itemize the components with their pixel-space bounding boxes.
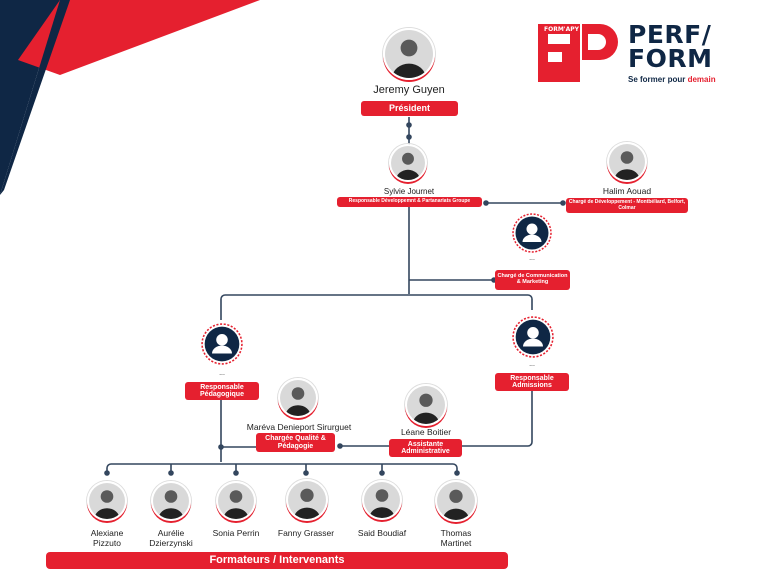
logo-mark	[538, 24, 618, 82]
logo-tagline-a: Se former pour	[628, 75, 688, 84]
comm-role: Chargé de Communication & Marketing	[495, 270, 570, 290]
trainer-name-1: Alexiane Pizzuto	[90, 528, 124, 549]
avatar-trainer-1	[87, 481, 127, 521]
logo-tagline: Se former pour demain	[628, 75, 716, 84]
comm-name: ...	[529, 255, 535, 262]
logo-title-line1: PERF/	[628, 20, 712, 49]
trainer-name-3: Sonia Perrin	[212, 528, 260, 538]
trainer-name-6: Thomas Martinet	[440, 528, 472, 549]
adm-name: ...	[529, 361, 535, 368]
avatar-placeholder-adm	[512, 316, 554, 358]
avatar-placeholder-comm	[512, 213, 552, 253]
president-name: Jeremy Guyen	[373, 84, 445, 96]
sylvie-role: Responsable Développemnt & Partanariats …	[337, 197, 482, 207]
trainer-name-4: Fanny Grasser	[277, 528, 335, 538]
adm-role: Responsable Admissions	[495, 373, 569, 391]
halim-role: Chargé de Développement - Montbéliard, B…	[566, 198, 688, 213]
halim-name: Halim Aouad	[602, 186, 652, 196]
peda-name: ...	[219, 370, 225, 377]
logo-tagline-b: demain	[687, 75, 716, 84]
avatar-mareva	[278, 378, 318, 418]
avatar-placeholder-peda	[201, 323, 243, 365]
mareva-name: Maréva Denieport Sirurguet	[246, 422, 352, 432]
avatar-trainer-5	[362, 480, 402, 520]
avatar-trainer-2	[151, 481, 191, 521]
corner-decoration	[0, 0, 260, 195]
sylvie-name: Sylvie Journet	[383, 187, 435, 196]
leane-name: Léane Boitier	[400, 427, 452, 437]
logo-mark-label: FORM'APY	[544, 26, 580, 33]
avatar-halim	[607, 142, 647, 182]
avatar-sylvie	[389, 144, 427, 182]
logo-title-line2: FORM	[628, 44, 713, 73]
avatar-trainer-4	[286, 479, 328, 521]
avatar-leane	[405, 384, 447, 426]
avatar-trainer-3	[216, 481, 256, 521]
avatar-president	[383, 28, 435, 80]
president-role: Président	[361, 101, 458, 116]
peda-role: Responsable Pédagogique	[185, 382, 259, 400]
trainer-name-2: Aurélie Dzierzynski	[149, 528, 193, 549]
trainer-name-5: Said Boudiaf	[357, 528, 407, 538]
mareva-role: Chargée Qualité & Pédagogie	[256, 433, 335, 452]
trainers-banner: Formateurs / Intervenants	[46, 552, 508, 569]
brand-logo: FORM'APY PERF/ FORM Se former pour demai…	[538, 20, 753, 90]
leane-role: Assistante Administrative	[389, 439, 462, 457]
avatar-trainer-6	[435, 480, 477, 522]
